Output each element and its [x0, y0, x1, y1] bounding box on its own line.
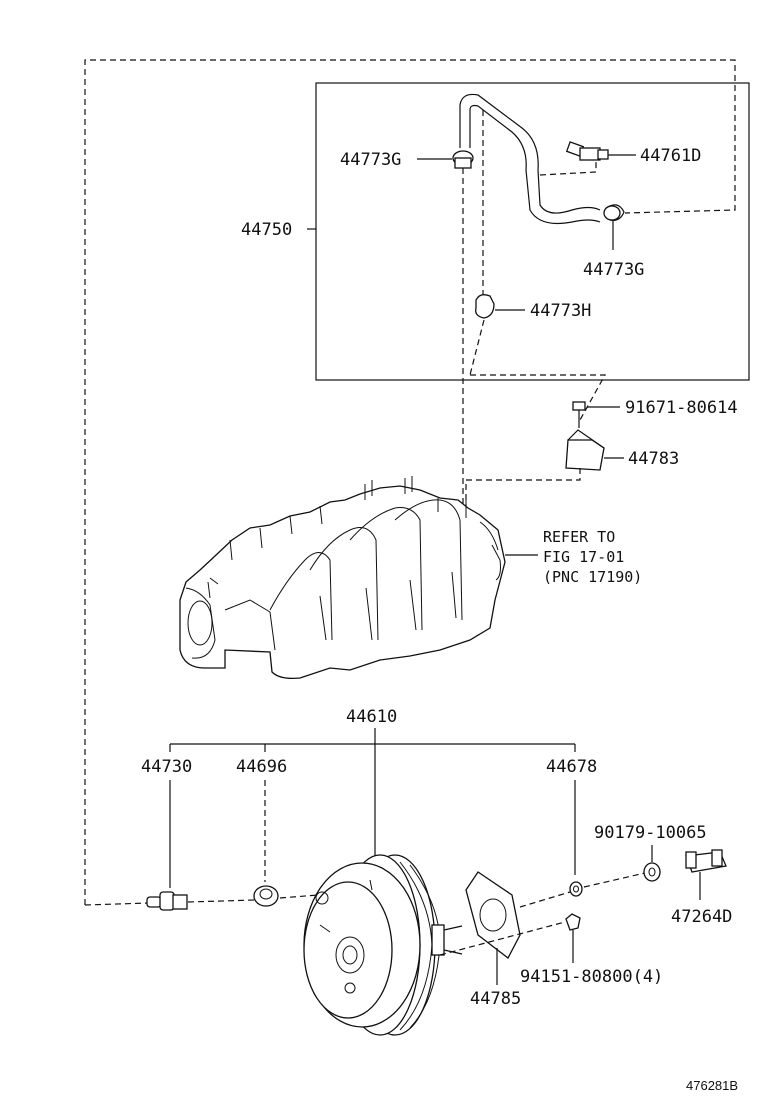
clevis-47264D	[685, 849, 727, 900]
clamp-44773H	[469, 294, 525, 376]
gasket-44785	[465, 871, 521, 985]
clamp-44773G-right	[603, 204, 625, 250]
vacuum-hose	[459, 93, 601, 295]
refer-line-2: FIG 17-01	[543, 548, 624, 566]
bolt-91671-80614	[572, 401, 620, 428]
part-label-44785: 44785	[470, 989, 521, 1009]
part-label-44761D: 44761D	[640, 146, 701, 166]
part-label-94151-80800: 94151-80800(4)	[520, 967, 663, 987]
hose-assembly-box	[315, 82, 750, 381]
clamp-44773G-top	[417, 150, 474, 510]
booster-assembly-bracket	[169, 728, 576, 888]
check-valve-44761D	[565, 141, 636, 161]
part-label-44783: 44783	[628, 449, 679, 469]
pin-90179-10065	[643, 845, 661, 882]
bracket-44783	[465, 429, 624, 512]
part-label-44773H: 44773H	[530, 301, 591, 321]
refer-line-3: (PNC 17190)	[543, 568, 642, 586]
diagram-code: 476281B	[686, 1078, 738, 1093]
part-label-44696: 44696	[236, 757, 287, 777]
check-valve-44730	[146, 891, 188, 911]
vacuum-line-dashed-routing	[84, 59, 736, 906]
intake-manifold	[179, 476, 506, 680]
part-label-91671-80614: 91671-80614	[625, 398, 738, 418]
nut-94151-80800	[565, 913, 581, 963]
part-label-44750: 44750	[241, 220, 292, 240]
grommet-44696	[253, 885, 279, 907]
part-label-44773G-right: 44773G	[583, 260, 644, 280]
bracket-link-dashed	[470, 374, 607, 421]
washer-44678	[569, 881, 583, 897]
part-label-44678: 44678	[546, 757, 597, 777]
part-label-90179-10065: 90179-10065	[594, 823, 707, 843]
refer-line-1: REFER TO	[543, 528, 615, 546]
part-label-47264D: 47264D	[671, 907, 732, 927]
brake-booster	[303, 854, 463, 1036]
part-label-44773G-top: 44773G	[340, 150, 401, 170]
clevis-link-dashed	[519, 872, 646, 908]
part-label-44610: 44610	[346, 707, 397, 727]
nut-link-dashed	[439, 921, 566, 956]
part-label-44730: 44730	[141, 757, 192, 777]
